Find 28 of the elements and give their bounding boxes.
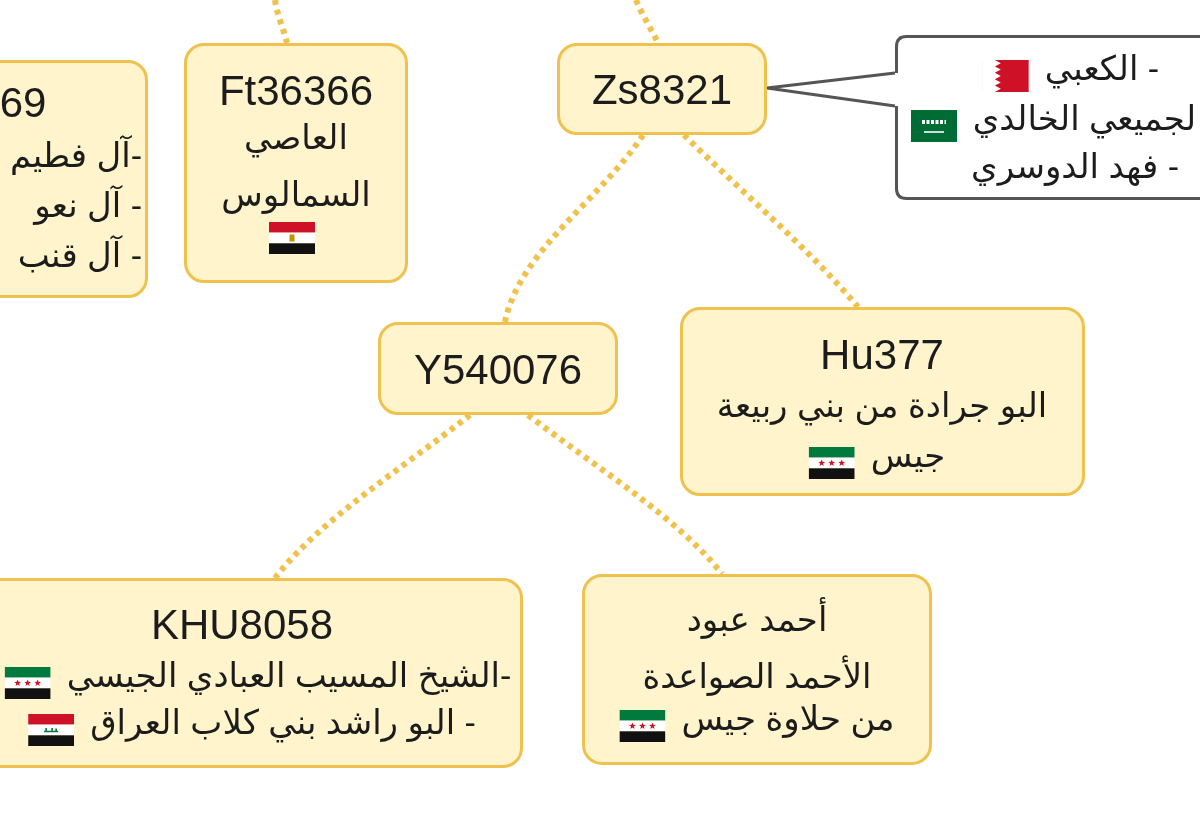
speech-bubble (895, 35, 1200, 200)
name-text: - فهد الدوسري (971, 147, 1179, 185)
node-box (582, 574, 932, 765)
code-label: Zs8321 (591, 66, 733, 113)
name-text: -آل فطيم (10, 136, 142, 174)
name-text: من حلاوة جيس (681, 699, 895, 737)
node-box (184, 43, 408, 283)
name-text: - الكعبي (1044, 49, 1160, 87)
node-box (557, 43, 767, 135)
bubble-tail (765, 71, 897, 108)
node-box (680, 307, 1085, 496)
node-box (0, 578, 523, 768)
name-text: - آل قنب (17, 236, 142, 274)
name-text: العاصي السمالوس (221, 118, 371, 213)
code-label: Ft36366 (218, 67, 374, 114)
name-text: البو جرادة من بني ربيعة (716, 386, 1048, 424)
code-label: Hu377 (820, 331, 944, 378)
code-label: 69 (0, 79, 47, 126)
dotted-connector (272, 0, 290, 44)
dotted-connector (502, 133, 646, 323)
name-text: جيس (870, 436, 946, 474)
code-label: Y540076 (413, 346, 583, 393)
code-label: KHU8058 (150, 601, 334, 648)
name-text: لجميعي الخالدي (972, 99, 1196, 137)
name-text: - آل نعو (34, 186, 142, 224)
name-text: - البو راشد بني كلاب العراق (90, 703, 476, 741)
node-box (378, 322, 618, 415)
name-text: -الشيخ المسيب العبادي الجيسي (66, 656, 512, 694)
